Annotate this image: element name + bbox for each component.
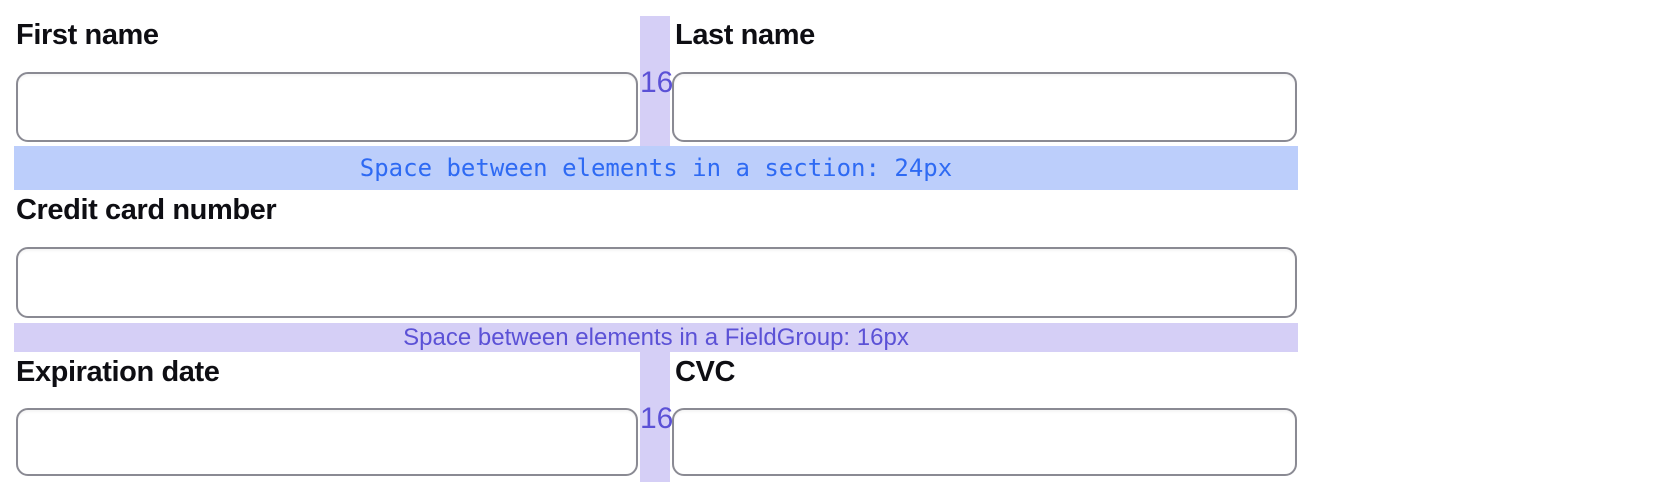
card-number-input[interactable] <box>16 247 1297 318</box>
fieldgroup-spacing-band: Space between elements in a FieldGroup: … <box>14 323 1298 352</box>
column-gap-bar-row1 <box>640 16 670 146</box>
fieldgroup-spacing-text: Space between elements in a FieldGroup: … <box>403 323 909 351</box>
first-name-input[interactable] <box>16 72 638 142</box>
column-gap-value-row3: 16 <box>640 402 674 435</box>
card-number-label: Credit card number <box>16 194 277 226</box>
column-gap-value-row1: 16 <box>640 66 674 99</box>
section-spacing-band: Space between elements in a section: 24p… <box>14 146 1298 190</box>
section-spacing-text: Space between elements in a section: 24p… <box>359 154 953 182</box>
first-name-label: First name <box>16 19 159 51</box>
last-name-input[interactable] <box>672 72 1297 142</box>
cvc-input[interactable] <box>672 408 1297 476</box>
column-gap-bar-row3 <box>640 351 670 482</box>
expiration-date-label: Expiration date <box>16 356 220 388</box>
last-name-label: Last name <box>675 19 815 51</box>
cvc-label: CVC <box>675 356 736 388</box>
expiration-date-input[interactable] <box>16 408 638 476</box>
